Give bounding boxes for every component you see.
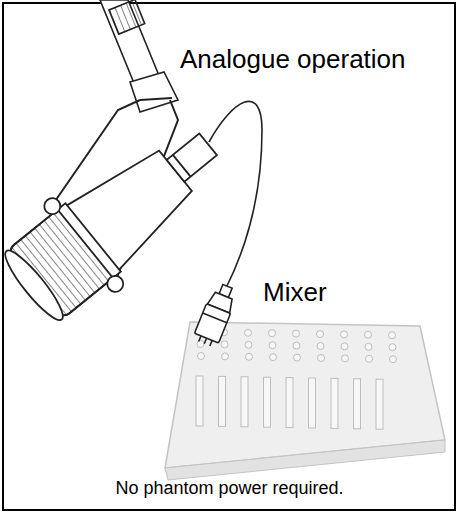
mixer-fader (241, 377, 248, 427)
xlr-cable (209, 101, 262, 288)
mixer-knob (270, 354, 277, 361)
mixer-knob (269, 330, 276, 337)
mixer-knob (246, 353, 253, 360)
mixer-knob (222, 353, 229, 360)
frame-border (3, 3, 455, 510)
mixer-knob (341, 331, 348, 338)
xlr-plug (192, 281, 239, 348)
mixer-fader (331, 378, 338, 428)
mixer-illustration (165, 322, 445, 480)
mixer-knob (342, 355, 349, 362)
boom-arm (100, 0, 178, 112)
mixer-fader (196, 376, 203, 426)
mixer-knob (221, 341, 228, 348)
mixer-knob (197, 341, 204, 348)
note-text: No phantom power required. (115, 478, 343, 499)
mixer-fader (219, 376, 226, 426)
mixer-knob (198, 353, 205, 360)
mixer-knob (341, 343, 348, 350)
mixer-knob (245, 341, 252, 348)
mixer-knob (293, 330, 300, 337)
mixer-knob (389, 344, 396, 351)
mixer-knob (365, 343, 372, 350)
mixer-fader (309, 378, 316, 428)
mixer-knob (365, 331, 372, 338)
mixer-knob (317, 343, 324, 350)
mixer-knob (317, 331, 324, 338)
mixer-knob (389, 332, 396, 339)
mixer-knob (293, 342, 300, 349)
mixer-fader (264, 377, 271, 427)
mixer-knob (269, 342, 276, 349)
mixer-fader (286, 378, 293, 428)
label-text: Analogue operation (180, 45, 406, 75)
mixer-knob (366, 355, 373, 362)
mixer-fader (376, 379, 383, 429)
mixer-knob (294, 354, 301, 361)
microphone (0, 99, 245, 336)
mixer-knob (390, 356, 397, 363)
mixer-knob (318, 355, 325, 362)
mixer-fader (354, 379, 361, 429)
label-text: Mixer (263, 278, 327, 308)
mixer-knob (245, 329, 252, 336)
